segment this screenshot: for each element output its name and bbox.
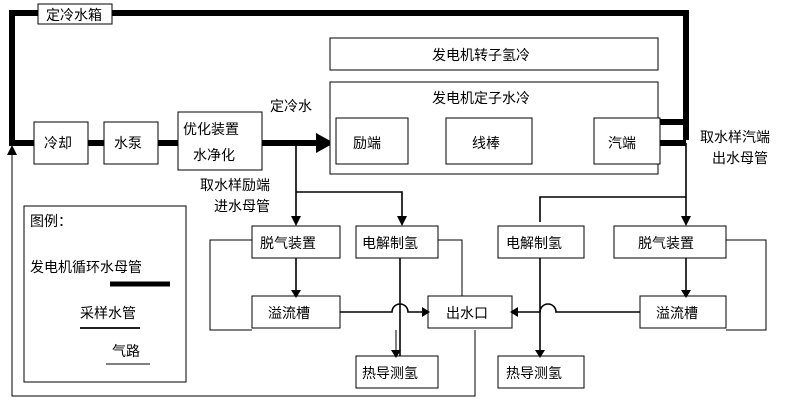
thermal-right-box xyxy=(497,355,585,389)
electrolysis-right-box xyxy=(497,225,585,259)
exciter-end-label: 励端 xyxy=(353,136,381,152)
sample-exciter-label-line1: 取水样励端 xyxy=(200,178,270,194)
cooling-box xyxy=(33,121,89,165)
pump-box xyxy=(103,121,159,165)
electrolysis-right-to-thermal-arrow xyxy=(535,350,545,358)
electrolysis-right-label: 电解制氢 xyxy=(506,236,562,252)
left-sample-arrow-electro xyxy=(397,216,407,226)
overflow-right-label: 溢流槽 xyxy=(656,306,698,322)
overflow-left-to-outlet xyxy=(340,303,428,313)
optimizer-label-line1: 优化装置 xyxy=(183,122,239,138)
degas-to-overflow-left-arrow xyxy=(291,290,301,298)
overflow-left-to-outlet-arrow xyxy=(422,307,430,317)
main-flow-arrowhead xyxy=(316,133,334,153)
rotor-cooling-label: 发电机转子氢冷 xyxy=(432,48,530,64)
turbine-end-box xyxy=(593,117,661,165)
overflow-right-to-outlet-arrow xyxy=(510,307,518,317)
stator-water-label: 定冷水 xyxy=(270,99,312,115)
degas-right-label: 脱气装置 xyxy=(638,236,694,252)
pump-label: 水泵 xyxy=(114,136,142,152)
legend-box xyxy=(23,205,187,383)
sample-turbine-label-line2: 出水母管 xyxy=(712,151,768,167)
sample-exciter-label-line2: 进水母管 xyxy=(214,199,270,215)
optimizer-label-line2: 水净化 xyxy=(193,148,235,164)
return-arrowhead xyxy=(7,145,17,155)
exciter-end-box xyxy=(335,117,409,165)
gas-line-electro-left xyxy=(438,239,463,296)
outlet-label: 出水口 xyxy=(446,306,488,322)
return-sample-pipe xyxy=(11,150,476,397)
degas-left-label: 脱气装置 xyxy=(260,236,316,252)
legend-sample-pipe-label: 采样水管 xyxy=(80,306,136,322)
thermal-right-label: 热导测氢 xyxy=(506,366,562,382)
legend-title: 图例： xyxy=(30,214,72,230)
legend-gas-line-label: 气路 xyxy=(112,344,140,360)
left-sample-arrow-degas xyxy=(291,216,301,226)
overflow-right-box xyxy=(639,295,727,329)
cooling-label: 冷却 xyxy=(44,136,72,152)
overflow-right-to-outlet xyxy=(512,303,640,313)
degas-left-box xyxy=(251,225,341,259)
turbine-end-label: 汽端 xyxy=(608,136,636,152)
tank-box xyxy=(37,3,113,25)
bar-box xyxy=(445,117,533,165)
thermal-left-label: 热导测氢 xyxy=(362,366,418,382)
right-sample-pipe xyxy=(539,143,687,222)
optimizer-box xyxy=(177,111,263,171)
gas-line-degas-right xyxy=(726,239,767,331)
gas-line-degas-left xyxy=(209,239,252,331)
thermal-left-box xyxy=(355,355,439,389)
degas-right-box xyxy=(613,225,727,259)
stator-cooling-label: 发电机定子水冷 xyxy=(432,91,530,107)
bar-label: 线棒 xyxy=(472,136,500,152)
rotor-cooling-box xyxy=(329,37,659,71)
gas-line-to-thermal-left-arrow xyxy=(391,350,401,358)
legend-main-pipe-label: 发电机循环水母管 xyxy=(30,260,142,276)
tank-label: 定冷水箱 xyxy=(46,8,102,24)
right-sample-arrow-degas xyxy=(681,216,691,226)
electrolysis-left-label: 电解制氢 xyxy=(362,236,418,252)
sample-turbine-label-line1: 取水样汽端 xyxy=(700,130,770,146)
degas-to-overflow-right-arrow xyxy=(681,290,691,298)
electrolysis-left-box xyxy=(355,225,439,259)
left-sample-pipe xyxy=(295,143,403,222)
overflow-left-label: 溢流槽 xyxy=(268,306,310,322)
